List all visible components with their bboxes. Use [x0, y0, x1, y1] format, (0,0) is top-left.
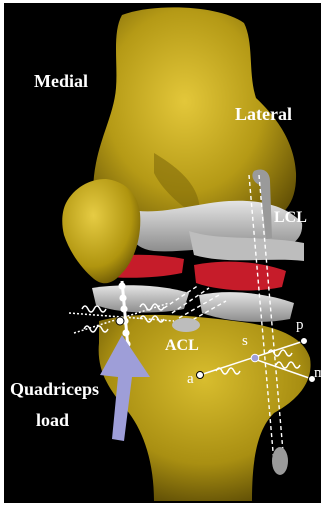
node-a	[197, 372, 204, 379]
node-s	[251, 354, 259, 362]
label-p: p	[296, 317, 304, 334]
label-load: load	[36, 410, 69, 431]
tibial-meniscus-lateral	[199, 292, 294, 322]
lateral-cartilage	[194, 262, 286, 291]
label-m: m	[314, 365, 321, 382]
label-medial: Medial	[34, 71, 88, 92]
label-a: a	[187, 371, 194, 388]
label-lateral: Lateral	[235, 104, 292, 125]
label-acl: ACL	[165, 337, 199, 355]
label-lcl: LCL	[274, 209, 307, 227]
knee-model-figure: Medial Lateral LCL ACL s a p m Quadricep…	[4, 3, 321, 503]
label-s: s	[242, 333, 248, 350]
patella-attachment-node	[116, 317, 124, 325]
node-p	[301, 338, 308, 345]
tibial-meniscus-medial	[92, 285, 189, 312]
label-quadriceps: Quadriceps	[10, 379, 99, 400]
